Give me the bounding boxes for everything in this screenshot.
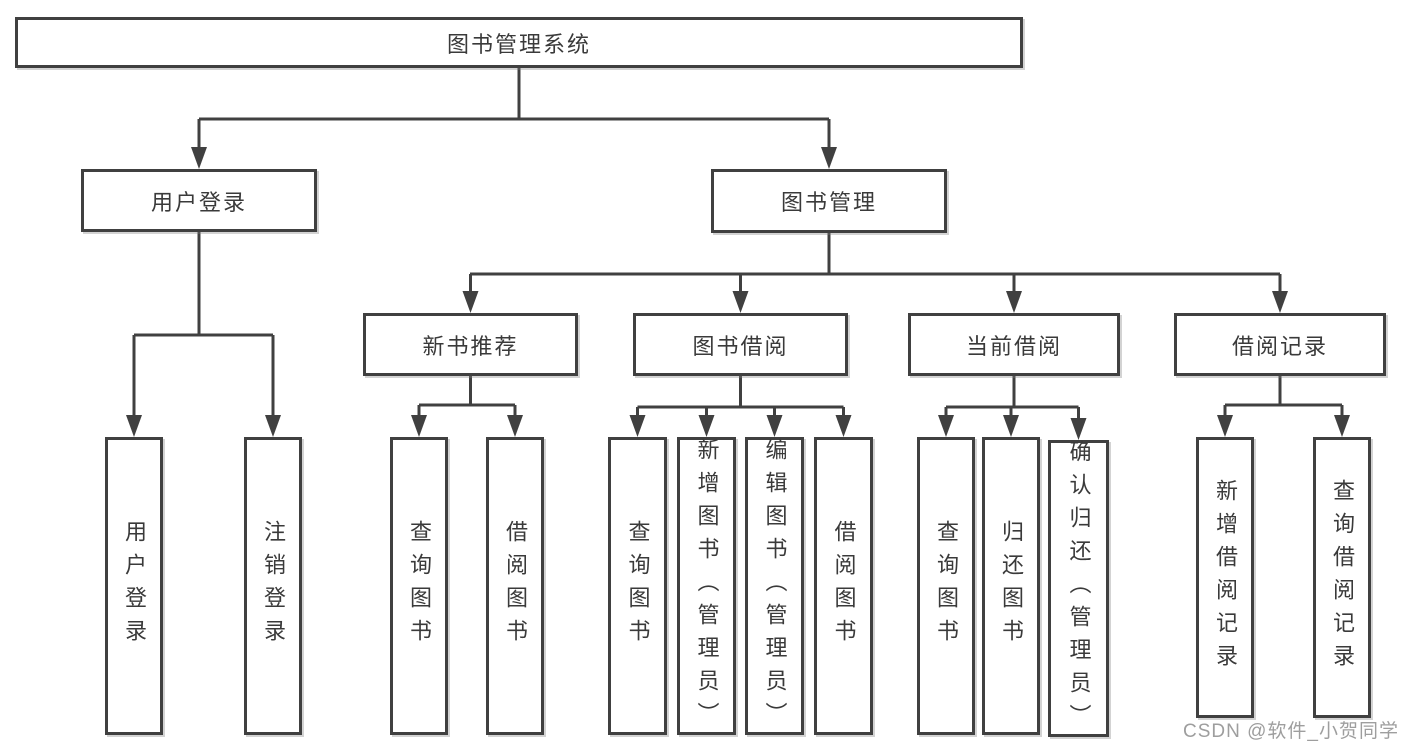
node-leaf-logout: 注销登录 — [244, 437, 302, 735]
node-leaf-query-borrow-record: 查询借阅记录 — [1313, 437, 1371, 718]
node-label: 注销登录 — [261, 520, 286, 652]
node-current-borrowing: 当前借阅 — [908, 313, 1120, 376]
node-root-system: 图书管理系统 — [15, 17, 1023, 68]
edge-book-mgmt-to-level3 — [462, 233, 1288, 313]
node-leaf-user-login: 用户登录 — [105, 437, 163, 735]
node-book-management: 图书管理 — [711, 169, 947, 233]
csdn-watermark: CSDN @软件_小贺同学 — [1183, 721, 1399, 742]
node-leaf-borrow-books-1: 借阅图书 — [486, 437, 544, 735]
node-label: 新书推荐 — [422, 333, 519, 359]
node-label: 新增图书（管理员） — [694, 437, 720, 735]
node-label: 归还图书 — [999, 520, 1024, 652]
node-new-book-recommend: 新书推荐 — [363, 313, 578, 376]
node-leaf-borrow-books-2: 借阅图书 — [814, 437, 873, 735]
node-label: 图书管理系统 — [446, 31, 591, 57]
node-book-borrowing: 图书借阅 — [633, 313, 848, 376]
node-label: 借阅图书 — [831, 520, 857, 652]
node-label: 确认归还（管理员） — [1066, 440, 1092, 737]
node-label: 新增借阅记录 — [1213, 478, 1238, 677]
node-leaf-confirm-return-admin: 确认归还（管理员） — [1048, 440, 1109, 737]
node-label: 借阅记录 — [1231, 333, 1328, 359]
node-label: 查询借阅记录 — [1330, 478, 1355, 677]
node-leaf-query-books-3: 查询图书 — [917, 437, 975, 735]
node-leaf-query-books-2: 查询图书 — [608, 437, 667, 735]
node-user-login: 用户登录 — [81, 169, 317, 232]
node-label: 图书借阅 — [692, 333, 789, 359]
node-label: 查询图书 — [934, 520, 959, 652]
node-borrow-records: 借阅记录 — [1174, 313, 1386, 376]
node-leaf-add-borrow-record: 新增借阅记录 — [1196, 437, 1254, 718]
node-leaf-return-book: 归还图书 — [982, 437, 1040, 735]
node-leaf-add-book-admin: 新增图书（管理员） — [677, 437, 736, 735]
edge-current-to-children — [938, 376, 1087, 440]
node-label: 用户登录 — [150, 189, 247, 215]
node-label: 编辑图书（管理员） — [762, 437, 788, 735]
node-label: 查询图书 — [407, 520, 432, 652]
node-label: 图书管理 — [780, 190, 877, 215]
node-label: 用户登录 — [122, 520, 147, 652]
edge-records-to-children — [1217, 376, 1350, 437]
edge-new-rec-to-children — [411, 376, 523, 437]
edge-root-to-level2 — [191, 68, 837, 169]
edge-user-login-to-children — [126, 232, 281, 437]
node-label: 查询图书 — [625, 520, 651, 652]
node-label: 借阅图书 — [503, 520, 528, 652]
node-label: 当前借阅 — [965, 333, 1062, 359]
node-leaf-query-books-1: 查询图书 — [390, 437, 448, 735]
node-leaf-edit-book-admin: 编辑图书（管理员） — [745, 437, 804, 735]
edge-borrowing-to-children — [629, 376, 852, 437]
